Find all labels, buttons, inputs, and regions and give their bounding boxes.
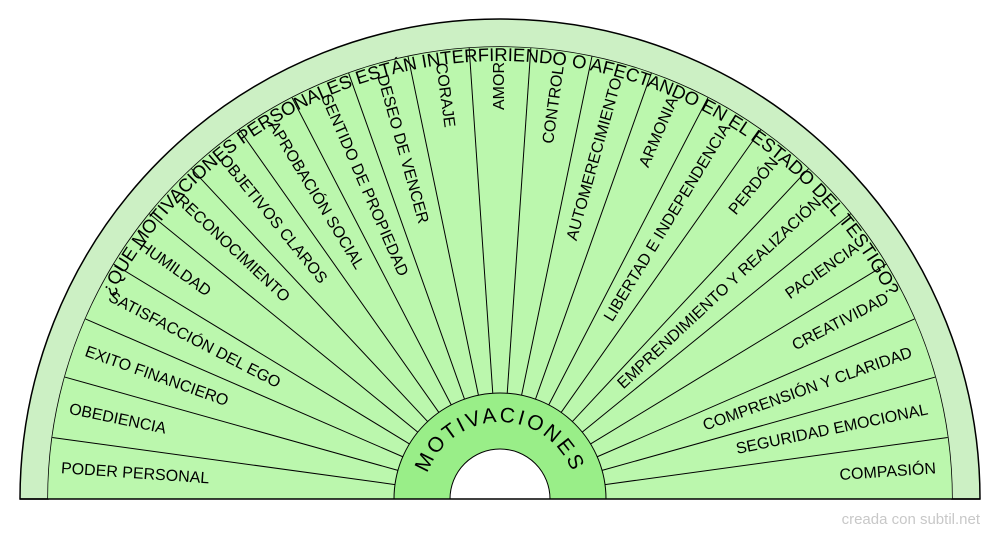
sector-21[interactable]	[597, 318, 936, 471]
sector-divider	[238, 129, 440, 413]
sector-divider	[85, 318, 403, 458]
sector-divider	[560, 129, 762, 413]
sector-22[interactable]	[602, 377, 948, 485]
credit-text: creada con subtil.net	[841, 511, 980, 528]
sector-3[interactable]	[64, 318, 403, 471]
sector-divider	[407, 56, 479, 396]
sector-divider	[506, 48, 532, 394]
sector-divider	[113, 263, 410, 445]
sector-16[interactable]	[548, 97, 761, 413]
sector-divider	[597, 318, 915, 458]
sector-divider	[581, 213, 851, 433]
sector-9[interactable]	[292, 73, 465, 405]
sector-label: AMOR	[491, 62, 508, 110]
sector-divider	[52, 436, 396, 486]
sector-divider	[191, 168, 429, 422]
sector-12[interactable]	[469, 46, 531, 394]
sector-divider	[604, 436, 948, 486]
sector-divider	[149, 213, 419, 433]
sector-10[interactable]	[348, 56, 479, 400]
sector-divider	[590, 263, 887, 445]
sector-divider	[548, 97, 709, 406]
sector-4[interactable]	[85, 264, 410, 457]
sector-15[interactable]	[535, 73, 708, 405]
sector-17[interactable]	[561, 129, 809, 422]
sector-14[interactable]	[521, 56, 652, 400]
sector-dividers	[52, 48, 948, 486]
sector-divider	[535, 72, 652, 400]
sector-divider	[348, 72, 465, 400]
sector-divider	[601, 376, 936, 471]
sector-13[interactable]	[507, 48, 592, 396]
sector-2[interactable]	[52, 377, 398, 485]
sector-19[interactable]	[582, 213, 887, 444]
sector-5[interactable]	[113, 213, 418, 444]
sector-divider	[468, 48, 494, 394]
sector-20[interactable]	[590, 264, 915, 457]
sector-6[interactable]	[149, 168, 428, 433]
sectors	[48, 46, 952, 499]
sector-1[interactable]	[48, 437, 395, 499]
sector-8[interactable]	[239, 97, 452, 413]
sector-11[interactable]	[408, 48, 493, 396]
sector-18[interactable]	[572, 168, 851, 433]
center-hub	[393, 392, 607, 500]
sector-divider	[571, 168, 809, 422]
sector-divider	[64, 376, 399, 471]
sector-7[interactable]	[191, 129, 439, 422]
sector-23[interactable]	[605, 437, 952, 499]
sector-divider	[521, 56, 593, 396]
sector-divider	[291, 97, 452, 406]
